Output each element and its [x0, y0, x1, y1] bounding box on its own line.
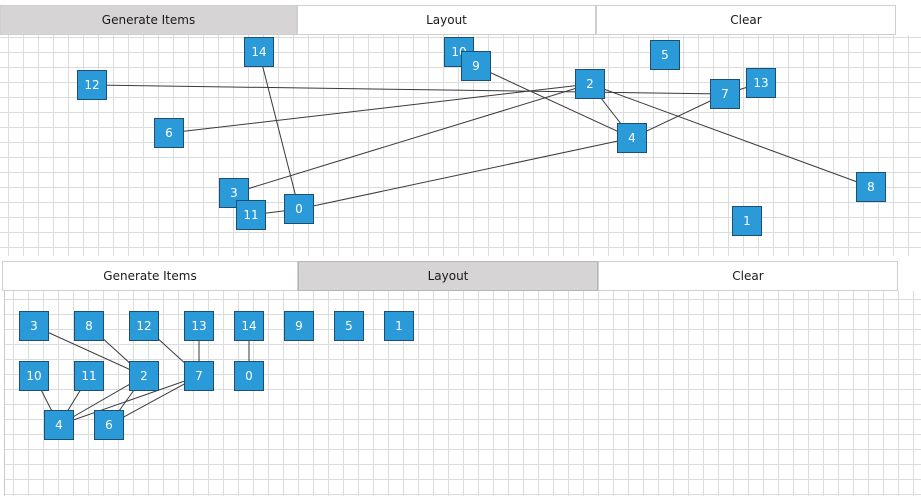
top-edge-3-2 [233, 83, 591, 194]
top-node-2[interactable]: 2 [575, 69, 605, 99]
top-node-13[interactable]: 13 [746, 68, 776, 98]
bottom-node-3[interactable]: 3 [19, 311, 49, 341]
bottom-node-11[interactable]: 11 [74, 361, 104, 391]
top-edge-14-0 [258, 51, 300, 210]
top-layout-button[interactable]: Layout [297, 5, 596, 35]
bottom-node-0[interactable]: 0 [234, 361, 264, 391]
bottom-node-4[interactable]: 4 [44, 410, 74, 440]
top-node-12[interactable]: 12 [77, 70, 107, 100]
top-node-4[interactable]: 4 [617, 123, 647, 153]
bottom-node-6[interactable]: 6 [94, 410, 124, 440]
top-node-1[interactable]: 1 [732, 206, 762, 236]
bottom-node-7[interactable]: 7 [184, 361, 214, 391]
bottom-generate-items-button[interactable]: Generate Items [2, 261, 298, 291]
bottom-node-5[interactable]: 5 [334, 311, 364, 341]
top-toolbar: Generate Items Layout Clear [0, 5, 896, 35]
top-node-6[interactable]: 6 [154, 118, 184, 148]
bottom-edge-7-4 [58, 375, 200, 426]
top-edge-12-7 [91, 84, 726, 95]
bottom-node-2[interactable]: 2 [129, 361, 159, 391]
top-connections [91, 51, 872, 216]
top-node-7[interactable]: 7 [710, 79, 740, 109]
top-edge-2-8 [589, 83, 872, 188]
top-node-11[interactable]: 11 [236, 200, 266, 230]
top-node-8[interactable]: 8 [856, 172, 886, 202]
top-clear-button[interactable]: Clear [596, 5, 896, 35]
top-edge-9-4 [475, 65, 633, 139]
top-node-9[interactable]: 9 [461, 51, 491, 81]
bottom-toolbar: Generate Items Layout Clear [2, 261, 898, 291]
top-node-0[interactable]: 0 [284, 194, 314, 224]
top-node-5[interactable]: 5 [650, 40, 680, 70]
bottom-node-12[interactable]: 12 [129, 311, 159, 341]
top-edge-6-2 [168, 83, 591, 134]
bottom-node-14[interactable]: 14 [234, 311, 264, 341]
bottom-node-10[interactable]: 10 [19, 361, 49, 391]
top-edge-0-4 [298, 137, 633, 210]
top-edge-4-7 [631, 93, 726, 139]
bottom-node-1[interactable]: 1 [384, 311, 414, 341]
bottom-edge-3-2 [33, 325, 145, 377]
bottom-node-13[interactable]: 13 [184, 311, 214, 341]
bottom-clear-button[interactable]: Clear [598, 261, 898, 291]
bottom-layout-button[interactable]: Layout [298, 261, 598, 291]
bottom-node-8[interactable]: 8 [74, 311, 104, 341]
bottom-node-9[interactable]: 9 [284, 311, 314, 341]
top-generate-items-button[interactable]: Generate Items [0, 5, 297, 35]
top-node-14[interactable]: 14 [244, 37, 274, 67]
